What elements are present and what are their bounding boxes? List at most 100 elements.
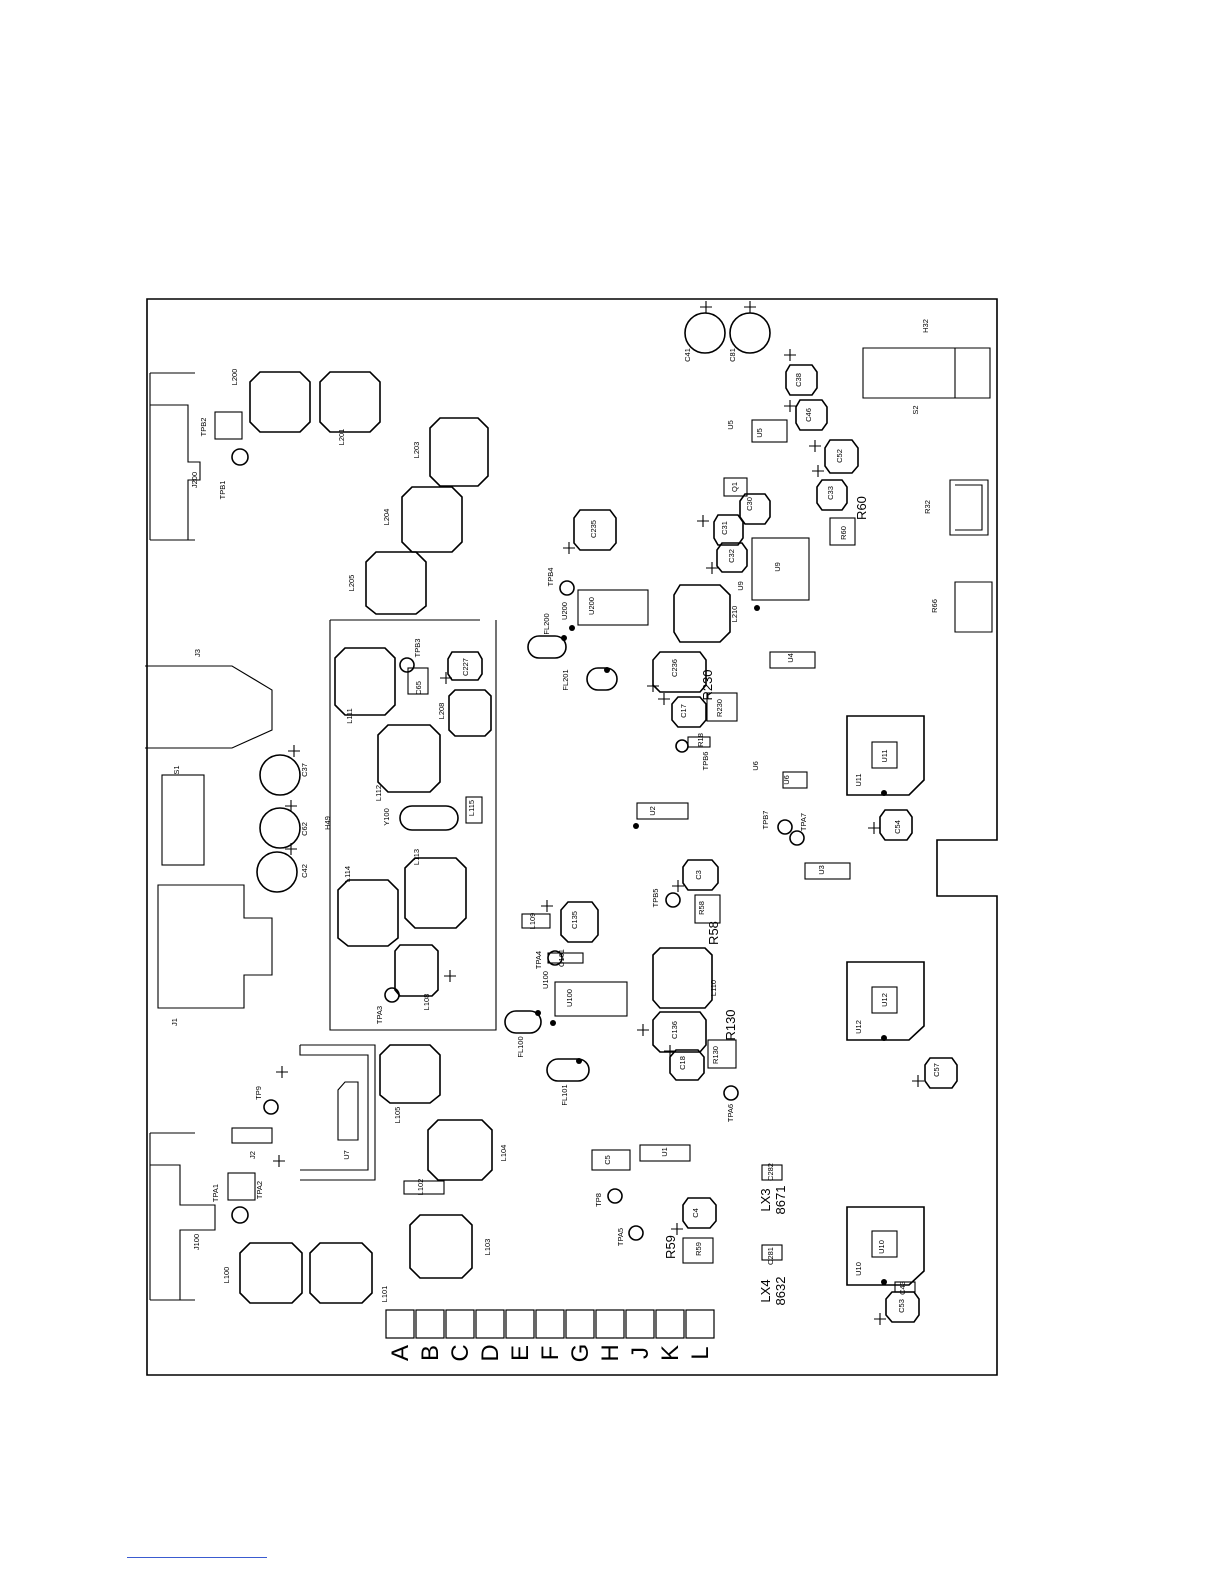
label-u7: U7	[342, 1150, 351, 1160]
label-u10a: U10	[854, 1262, 863, 1276]
label-tpa5: TPA5	[616, 1228, 625, 1246]
label-u100b: U100	[565, 989, 574, 1007]
inductors	[239, 371, 731, 1304]
label-c42: C42	[300, 864, 309, 878]
label-tpb1: TPB1	[218, 481, 227, 500]
label-tpb2: TPB2	[199, 418, 208, 437]
test-pad-letter: H	[597, 1344, 624, 1361]
label-j1: J1	[170, 1018, 179, 1026]
label-c57: C57	[932, 1063, 941, 1077]
label-u6b: U6	[782, 775, 791, 785]
label-l114: L114	[343, 866, 352, 882]
label-r230b: R230	[715, 699, 724, 717]
r32-connector	[949, 479, 989, 536]
label-c41: C41	[683, 348, 692, 362]
label-u12b: U12	[880, 993, 889, 1007]
label-j100: J100	[192, 1234, 201, 1250]
board-outline	[146, 298, 998, 1376]
label-l103: L103	[483, 1239, 492, 1256]
label-r230a: R230	[700, 669, 715, 700]
label-j3: J3	[193, 649, 202, 657]
label-tpb3: TPB3	[413, 639, 422, 658]
label-c161: C161	[557, 949, 566, 967]
label-fl101: FL101	[560, 1084, 569, 1105]
label-j200: J200	[190, 472, 199, 488]
label-l112: L112	[374, 785, 383, 801]
label-tpa6: TPA6	[726, 1104, 735, 1122]
label-l105: L105	[393, 1107, 402, 1124]
label-c282: C282	[766, 1163, 775, 1181]
test-pad-letter: F	[537, 1346, 564, 1361]
label-u12a: U12	[854, 1020, 863, 1034]
label-l111: L111	[345, 708, 354, 724]
test-pad-letter: C	[447, 1344, 474, 1361]
test-pad	[415, 1309, 445, 1339]
label-c32: C32	[727, 549, 736, 563]
label-l210: L210	[730, 606, 739, 623]
test-pad	[535, 1309, 565, 1339]
label-r32: R32	[923, 500, 932, 514]
label-h49: H49	[323, 816, 332, 830]
label-u11b: U11	[880, 749, 889, 762]
label-u200a: U200	[560, 602, 569, 620]
label-c30: C30	[745, 497, 754, 511]
label-l204: L204	[382, 509, 391, 526]
label-r130a: R130	[723, 1009, 738, 1040]
label-tpa4: TPA4	[534, 951, 543, 969]
label-tpa1: TPA1	[211, 1184, 220, 1202]
label-c37: C37	[300, 763, 309, 777]
label-n8632: 8632	[773, 1277, 788, 1306]
label-l101: L101	[380, 1286, 389, 1303]
label-tpb5: TPB5	[651, 889, 660, 908]
test-pad	[685, 1309, 715, 1339]
label-u5b: U5	[755, 428, 764, 438]
h32-connector	[862, 347, 991, 399]
label-l205: L205	[347, 575, 356, 592]
label-c65: C65	[414, 681, 423, 695]
label-r60a: R60	[839, 526, 848, 540]
label-fl200: FL200	[542, 613, 551, 634]
polarity-markers	[273, 301, 924, 1325]
label-u10b: U10	[877, 1240, 886, 1254]
label-fl100: FL100	[516, 1036, 525, 1057]
label-tpa3: TPA3	[375, 1006, 384, 1024]
label-l104: L104	[499, 1145, 508, 1162]
label-tpa7: TPA7	[799, 813, 808, 831]
test-pad	[595, 1309, 625, 1339]
test-pad-letter: K	[657, 1345, 684, 1361]
test-pad-letter: B	[417, 1345, 444, 1361]
label-c17: C17	[679, 704, 688, 718]
label-u2: U2	[648, 806, 657, 816]
test-pad	[385, 1309, 415, 1339]
label-l110: L110	[709, 980, 718, 996]
label-u9b: U9	[773, 562, 782, 572]
pin1-dots	[535, 605, 887, 1285]
label-q1: Q1	[730, 482, 739, 492]
label-c3: C3	[694, 870, 703, 880]
label-l100: L100	[222, 1267, 231, 1284]
test-points	[231, 448, 805, 1241]
label-l102: L102	[416, 1179, 425, 1196]
label-c31: C31	[720, 521, 729, 535]
label-tp9: TP9	[254, 1086, 263, 1100]
label-tpa2: TPA2	[255, 1181, 264, 1199]
label-l208: L208	[437, 703, 446, 720]
label-c62: C62	[300, 822, 309, 836]
label-l201: L201	[337, 429, 346, 446]
label-s2: S2	[911, 405, 920, 414]
label-l200: L200	[230, 369, 239, 386]
test-pad	[565, 1309, 595, 1339]
label-c52: C52	[835, 449, 844, 463]
u7-bracket	[299, 1044, 376, 1181]
label-c227: C227	[461, 658, 470, 676]
label-u200b: U200	[587, 597, 596, 615]
test-pad	[505, 1309, 535, 1339]
label-r66: R66	[930, 599, 939, 613]
label-h32: H32	[921, 319, 930, 333]
label-fl201: FL201	[561, 669, 570, 690]
label-r58b: R58	[706, 921, 721, 945]
r66-connector	[954, 581, 993, 633]
label-u1: U1	[660, 1147, 669, 1157]
label-l203: L203	[412, 442, 421, 459]
